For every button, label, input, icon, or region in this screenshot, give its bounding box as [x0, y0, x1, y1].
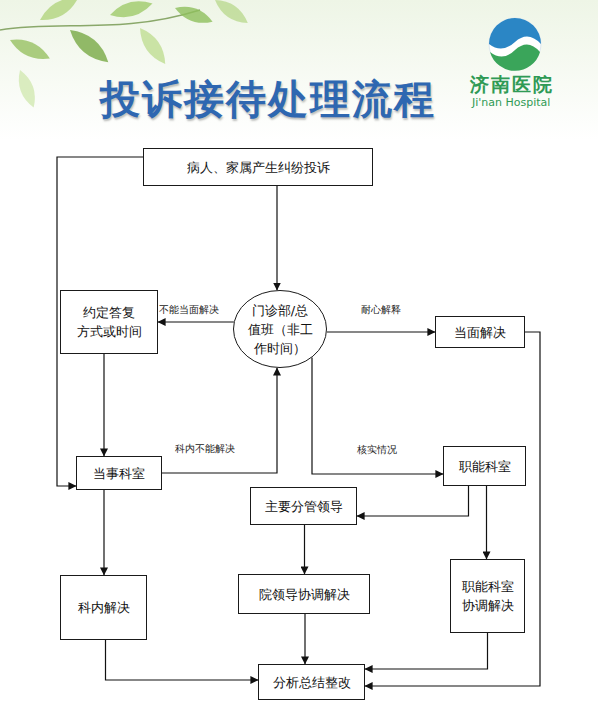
connector-arrow — [158, 321, 234, 322]
node-text: 院领导协调解决 — [259, 585, 350, 604]
connector-arrow — [304, 525, 305, 574]
process-box: 当面解决 — [435, 316, 525, 348]
logo-text: Ji'nan Hospital — [472, 96, 550, 109]
node-text: 分析总结整改 — [273, 673, 351, 692]
logo-circle — [489, 18, 541, 70]
diagram-title: 投诉接待处理流程 — [100, 72, 436, 127]
node-text: 科内解决 — [78, 598, 130, 617]
leaf — [211, 0, 251, 28]
node-text: 当面解决 — [454, 323, 506, 342]
connector-arrow — [365, 633, 488, 669]
connector-arrow — [276, 186, 277, 290]
edge-label: 科内不能解决 — [175, 443, 235, 455]
logo-text: 济南医院 — [470, 72, 554, 98]
ellipse-shape — [234, 291, 327, 368]
process-box: 约定答复 方式或时间 — [60, 290, 158, 354]
connector-arrow — [312, 358, 443, 474]
node-text: 主要分管领导 — [265, 497, 343, 516]
connector-arrow — [162, 368, 277, 473]
connector-arrow — [106, 640, 259, 680]
connector-arrow — [365, 332, 540, 686]
process-box: 职能科室 协调解决 — [450, 559, 525, 633]
node-text: 职能科室 — [459, 457, 511, 476]
leaf — [108, 0, 154, 22]
edge-label: 耐心解释 — [361, 304, 401, 316]
connector-arrow — [327, 331, 435, 332]
node-text: 当事科室 — [93, 464, 145, 483]
edge-label: 不能当面解决 — [159, 304, 219, 316]
process-box: 院领导协调解决 — [238, 574, 370, 614]
node-text: 约定答复 方式或时间 — [61, 303, 157, 341]
logo-wave-blue — [489, 18, 541, 49]
hospital-logo — [489, 18, 541, 71]
connector-arrow — [304, 614, 305, 664]
process-box: 主要分管领导 — [250, 487, 357, 525]
edge-label: 核实情况 — [357, 444, 397, 456]
process-box: 分析总结整改 — [258, 664, 365, 700]
connector-arrow — [486, 486, 487, 559]
leaf — [65, 24, 114, 68]
logo-wave-green — [490, 44, 540, 70]
process-box: 病人、家属产生纠纷投诉 — [143, 148, 373, 186]
node-text: 门诊部/总 值班（非工 作时间） — [244, 301, 316, 358]
branch — [0, 10, 200, 30]
leaf — [14, 68, 40, 110]
connector-arrow — [357, 486, 469, 516]
connector-arrow — [103, 490, 104, 575]
connector-arrow — [103, 354, 104, 456]
leaf — [173, 2, 215, 28]
process-box: 当事科室 — [76, 456, 162, 490]
node-text: 病人、家属产生纠纷投诉 — [187, 158, 330, 177]
node-text: 职能科室 协调解决 — [451, 577, 524, 615]
header-band — [0, 0, 598, 140]
leaf — [7, 34, 53, 65]
leaf — [37, 0, 82, 26]
process-box: 科内解决 — [60, 575, 147, 640]
leaf — [134, 24, 171, 68]
process-box: 职能科室 — [443, 446, 526, 486]
decision-ellipse: 门诊部/总 值班（非工 作时间） — [233, 290, 327, 368]
